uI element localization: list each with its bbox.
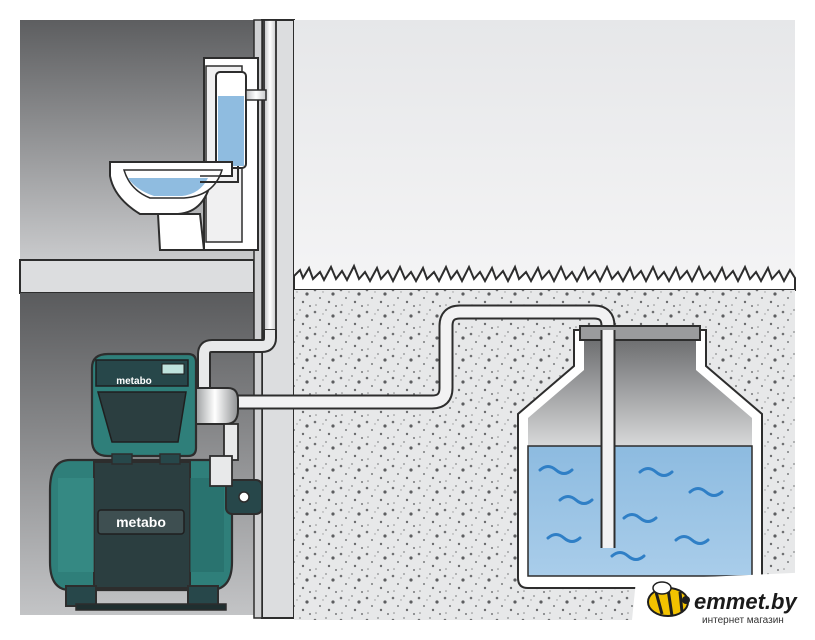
inner-wall-edge — [253, 19, 263, 619]
toilet — [109, 57, 259, 251]
riser-pipe — [263, 19, 277, 331]
watermark: emmet.by интернет магазин — [630, 572, 815, 640]
bowl-water — [128, 178, 208, 196]
tank-brand-label: metabo — [116, 514, 166, 530]
tank-water — [527, 445, 753, 577]
watermark-site: emmet.by — [694, 589, 798, 614]
outside-sky — [294, 20, 795, 282]
watermark-tagline: интернет магазин — [702, 615, 784, 626]
bee-logo-icon — [647, 581, 690, 617]
tank-air-space — [528, 338, 752, 446]
floor-slab — [19, 259, 255, 294]
pump-station: metabo metabo — [48, 352, 263, 611]
suction-pipe — [230, 306, 614, 548]
pump-brand-label: metabo — [116, 376, 152, 387]
pump-display — [161, 363, 185, 375]
water-tank — [517, 325, 763, 589]
pump-motor — [195, 387, 239, 425]
cistern-water — [218, 96, 244, 166]
cistern-feed-pipe — [245, 89, 267, 101]
tank-label-plate — [97, 509, 185, 535]
water-waves — [538, 465, 724, 561]
grass-line — [293, 263, 796, 291]
